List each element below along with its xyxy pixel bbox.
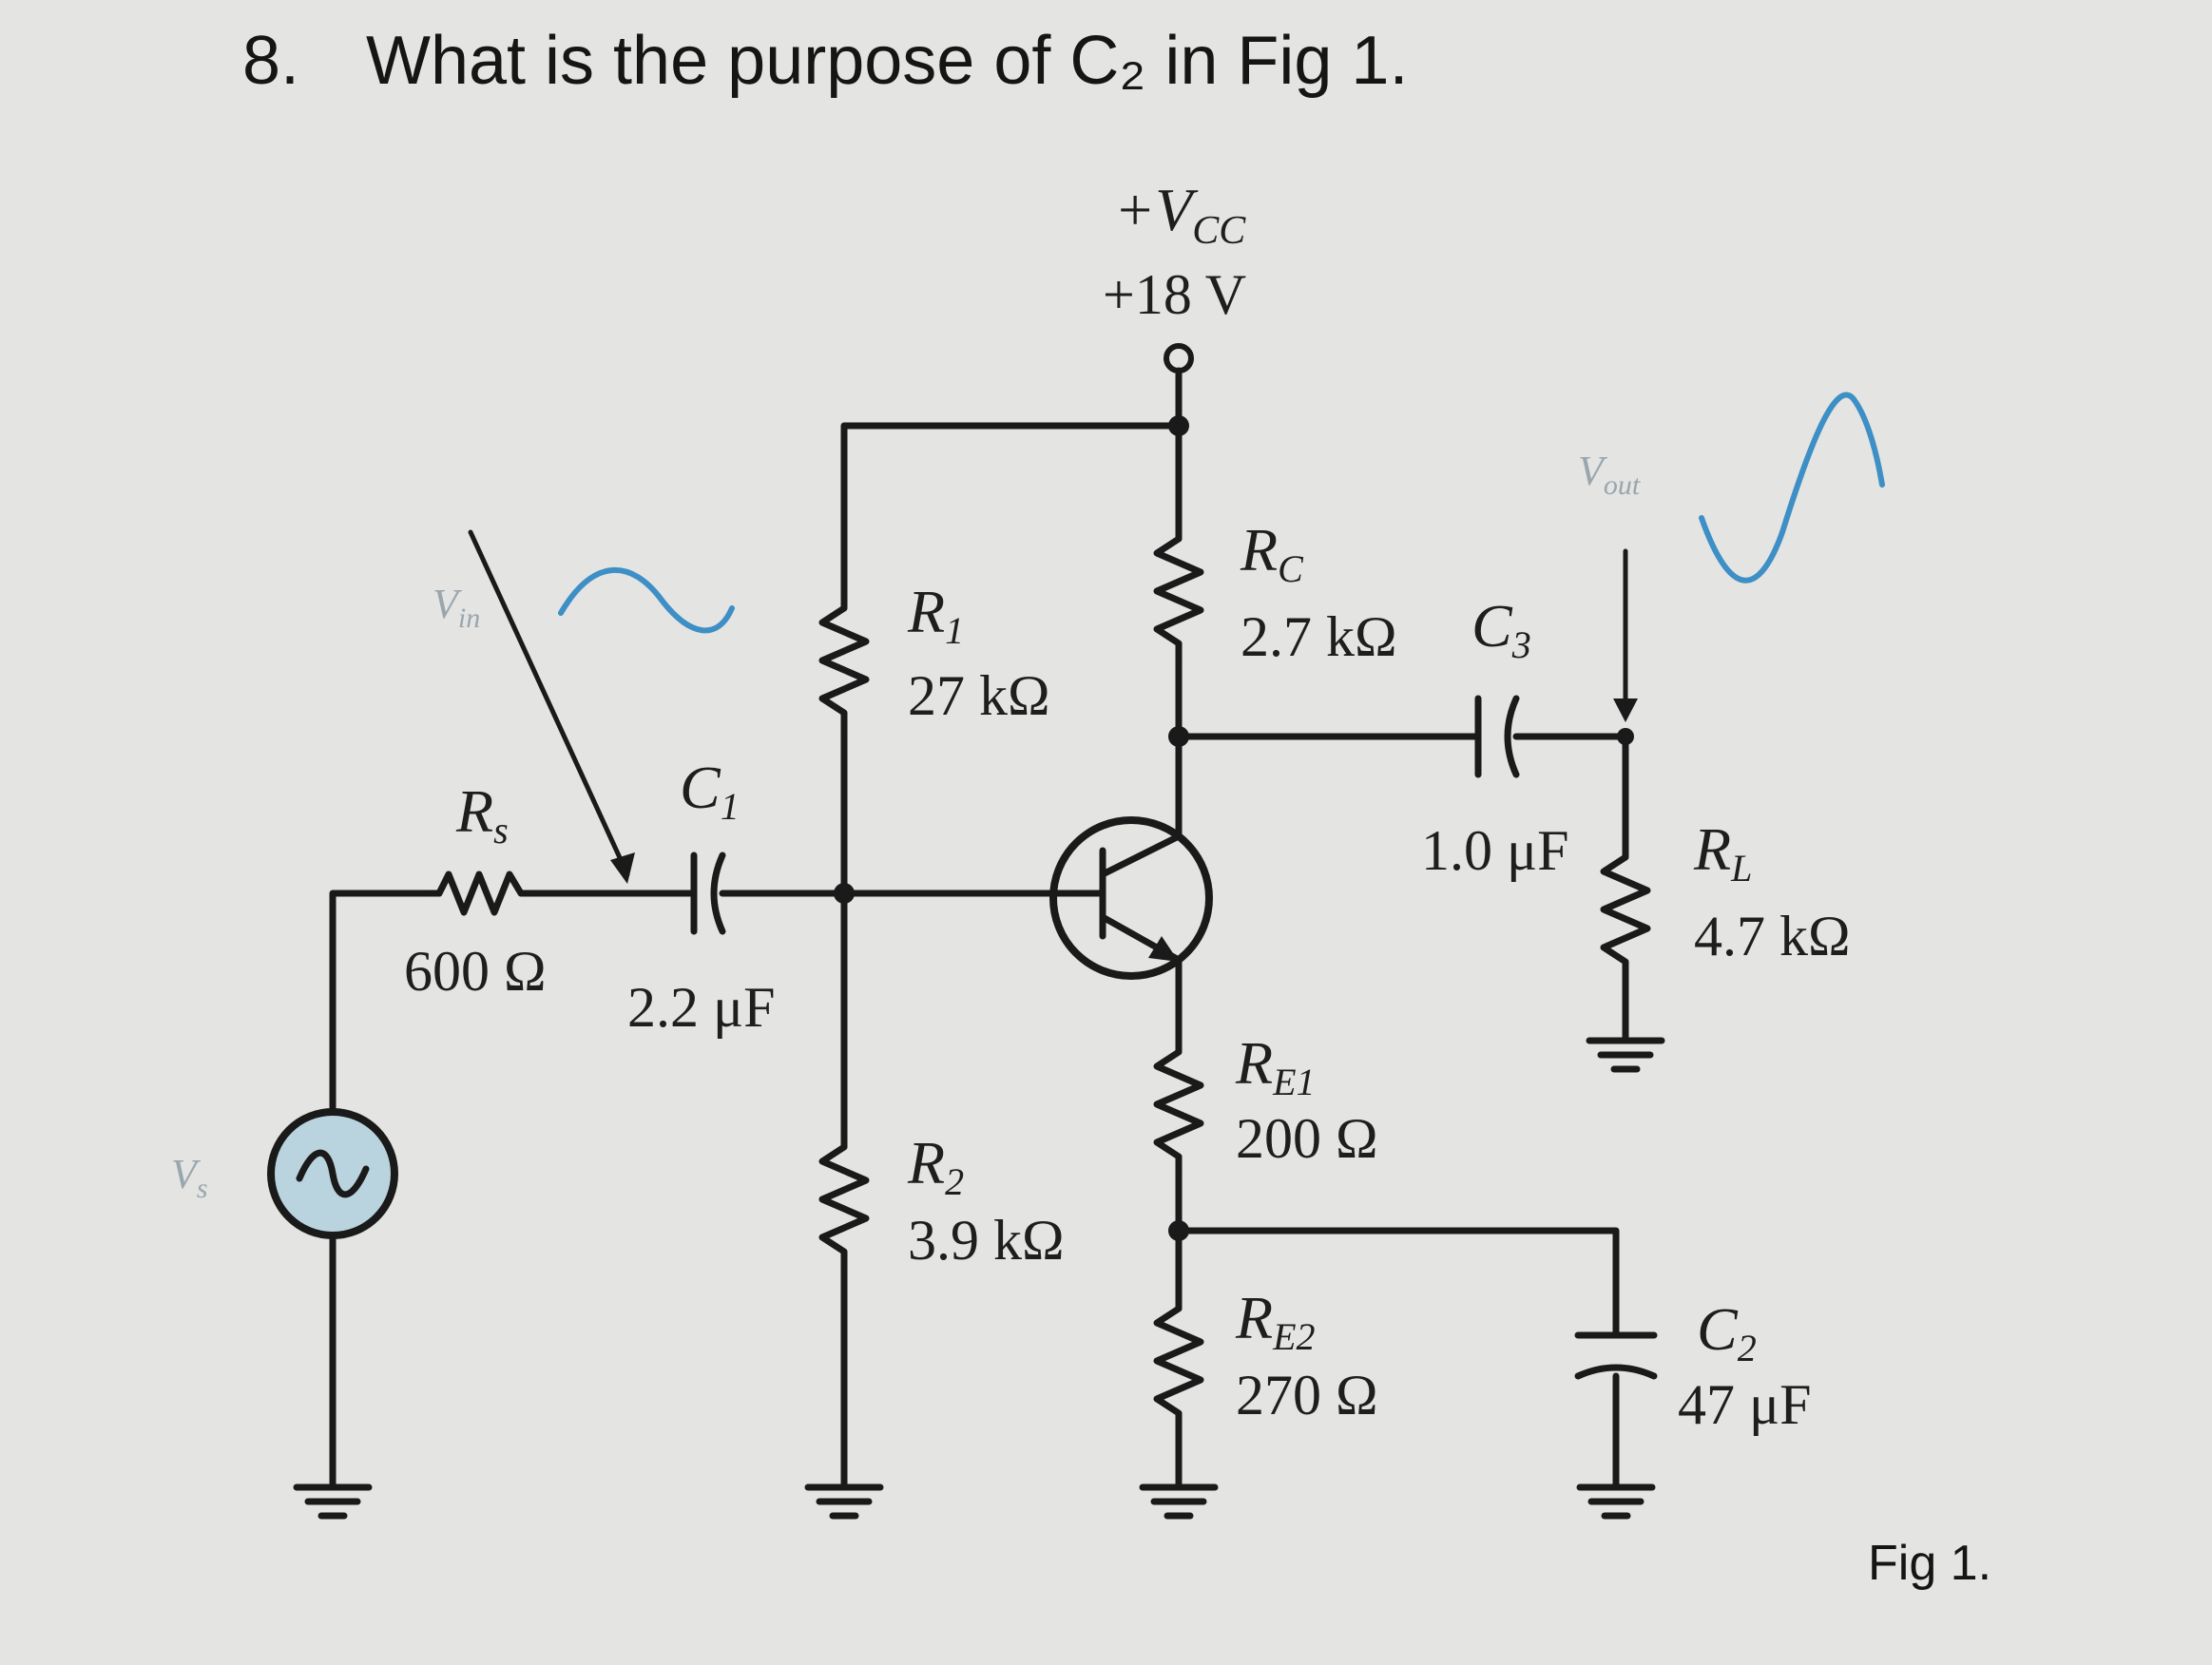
label-r2: R2	[907, 1129, 964, 1203]
svg-text:+VCC: +VCC	[1114, 176, 1246, 253]
svg-text:RL: RL	[1693, 815, 1752, 890]
junction-base	[834, 883, 855, 904]
value-c3: 1.0 μF	[1421, 819, 1569, 882]
svg-text:R1: R1	[907, 578, 964, 652]
svg-text:RE2: RE2	[1235, 1284, 1316, 1358]
label-vout: Vout	[1578, 448, 1641, 501]
capacitor-c3	[1474, 695, 1520, 778]
output-wave-icon	[1699, 392, 1885, 584]
resistor-re1	[1153, 1037, 1204, 1173]
resistor-re2	[1153, 1293, 1204, 1425]
label-c2: C2	[1697, 1295, 1757, 1369]
svg-text:C2: C2	[1697, 1295, 1757, 1369]
vcc-terminal	[1164, 343, 1194, 373]
label-re2: RE2	[1235, 1284, 1316, 1358]
label-rl: RL	[1693, 815, 1752, 890]
ground-icon	[1139, 1483, 1219, 1520]
vcc-label: +VCC	[1114, 176, 1246, 253]
label-vs: Vs	[171, 1151, 208, 1204]
ground-icon	[1586, 1037, 1665, 1073]
resistor-rc	[1153, 524, 1204, 660]
label-vin: Vin	[433, 581, 480, 634]
svg-text:Rs: Rs	[455, 777, 509, 852]
junction-top	[1168, 415, 1189, 436]
junction-output	[1617, 728, 1634, 745]
resistor-rl	[1600, 842, 1651, 973]
vcc-value: +18 V	[1103, 263, 1246, 326]
value-rl: 4.7 kΩ	[1694, 905, 1851, 967]
label-re1: RE1	[1235, 1029, 1316, 1103]
wires	[329, 367, 1638, 1491]
ac-voltage-source	[267, 1108, 398, 1239]
figure-label: Fig 1.	[1868, 1536, 1991, 1591]
capacitor-c1	[690, 852, 726, 935]
value-c1: 2.2 μF	[627, 976, 776, 1039]
svg-text:Vin: Vin	[433, 581, 480, 634]
ground-icon	[1576, 1483, 1656, 1520]
value-re2: 270 Ω	[1236, 1364, 1378, 1426]
ground-icon	[804, 1483, 884, 1520]
svg-text:RE1: RE1	[1235, 1029, 1316, 1103]
value-re1: 200 Ω	[1236, 1107, 1378, 1170]
value-c2: 47 μF	[1678, 1373, 1812, 1436]
resistor-rs	[424, 871, 536, 916]
label-r1: R1	[907, 578, 964, 652]
svg-text:Vout: Vout	[1578, 448, 1641, 501]
label-rc: RC	[1240, 516, 1304, 590]
label-c1: C1	[680, 754, 740, 828]
ground-icon	[293, 1483, 373, 1520]
junction-emitter	[1168, 1220, 1189, 1241]
svg-text:C1: C1	[680, 754, 740, 828]
svg-text:C3: C3	[1471, 592, 1531, 666]
junction-collector	[1168, 726, 1189, 747]
value-rc: 2.7 kΩ	[1241, 605, 1397, 668]
input-wave-icon	[558, 566, 735, 634]
resistor-r1	[818, 593, 870, 731]
npn-transistor	[1049, 816, 1213, 980]
svg-text:Vs: Vs	[171, 1151, 208, 1204]
value-rs: 600 Ω	[404, 940, 547, 1003]
svg-text:R2: R2	[907, 1129, 964, 1203]
label-c3: C3	[1471, 592, 1531, 666]
question-text: What is the purpose of C₂ in Fig 1.	[366, 23, 1408, 99]
svg-text:RC: RC	[1240, 516, 1304, 590]
value-r1: 27 kΩ	[908, 664, 1050, 727]
resistor-r2	[818, 1132, 870, 1268]
value-r2: 3.9 kΩ	[908, 1209, 1065, 1272]
question-number: 8.	[242, 23, 299, 99]
label-rs: Rs	[455, 777, 509, 852]
capacitor-c2	[1574, 1331, 1658, 1380]
